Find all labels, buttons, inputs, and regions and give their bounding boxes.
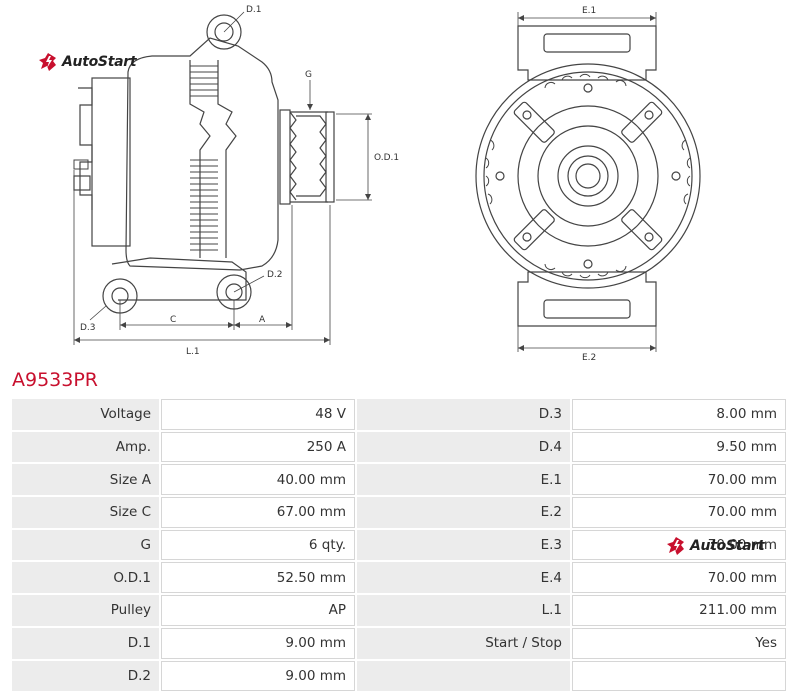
spec-label: D.3 [357, 399, 570, 430]
spec-value [572, 660, 786, 692]
spec-value: 9.00 mm [161, 627, 355, 659]
spec-label: D.2 [12, 660, 159, 692]
label-e1: E.1 [582, 6, 596, 16]
spec-label: Size A [12, 464, 159, 496]
autostart-logo-icon [39, 53, 56, 71]
spec-label: D.4 [357, 431, 570, 463]
spec-label: L.1 [357, 595, 570, 626]
spec-value: 211.00 mm [572, 595, 786, 626]
autostart-logo-text: AutoStart [62, 54, 137, 70]
spec-label: Amp. [12, 431, 159, 463]
spec-value: 8.00 mm [572, 399, 786, 430]
alternator-technical-drawing: D.1 G O.D.1 D.2 D.3 C A L.1 E.1 E.2 [73, 5, 701, 363]
spec-value: 52.50 mm [161, 562, 355, 594]
label-od1: O.D.1 [374, 153, 399, 163]
front-dimension-lines [517, 12, 657, 352]
spec-value: 67.00 mm [161, 497, 355, 528]
label-g: G [305, 70, 312, 80]
spec-label: D.1 [12, 627, 159, 659]
label-d2: D.2 [267, 270, 283, 280]
spec-value: 9.00 mm [161, 660, 355, 692]
autostart-logo: AutoStart [38, 52, 137, 72]
label-d3: D.3 [80, 323, 96, 333]
spec-value: 70.00 mm [572, 464, 786, 496]
spec-label: Size C [12, 497, 159, 528]
spec-label: Pulley [12, 595, 159, 626]
spec-value: 9.50 mm [572, 431, 786, 463]
spec-value: 70.00 mm [572, 562, 786, 594]
spec-label: E.3 [357, 529, 570, 561]
spec-value: 40.00 mm [161, 464, 355, 496]
label-l1: L.1 [186, 347, 200, 357]
label-a: A [259, 315, 266, 325]
spec-value: 6 qty. [161, 529, 355, 561]
spec-value: AP [161, 595, 355, 626]
spec-value: 250 A [161, 431, 355, 463]
autostart-watermark-icon [667, 537, 684, 555]
autostart-watermark-text: AutoStart [690, 538, 765, 554]
alternator-side-view [73, 14, 335, 314]
spec-label: Start / Stop [357, 627, 570, 659]
spec-label [357, 660, 570, 692]
spec-value: 48 V [161, 399, 355, 430]
alternator-front-view [475, 25, 701, 327]
part-number: A9533PR [12, 369, 99, 391]
spec-label: E.4 [357, 562, 570, 594]
spec-label: Voltage [12, 399, 159, 430]
label-e2: E.2 [582, 353, 596, 363]
spec-label: E.2 [357, 497, 570, 528]
autostart-watermark-logo: AutoStart [666, 536, 765, 556]
label-d1: D.1 [246, 5, 262, 15]
spec-value: Yes [572, 627, 786, 659]
spec-label: O.D.1 [12, 562, 159, 594]
label-c: C [170, 315, 176, 325]
spec-label: G [12, 529, 159, 561]
spec-value: 70.00 mm [572, 497, 786, 528]
spec-label: E.1 [357, 464, 570, 496]
